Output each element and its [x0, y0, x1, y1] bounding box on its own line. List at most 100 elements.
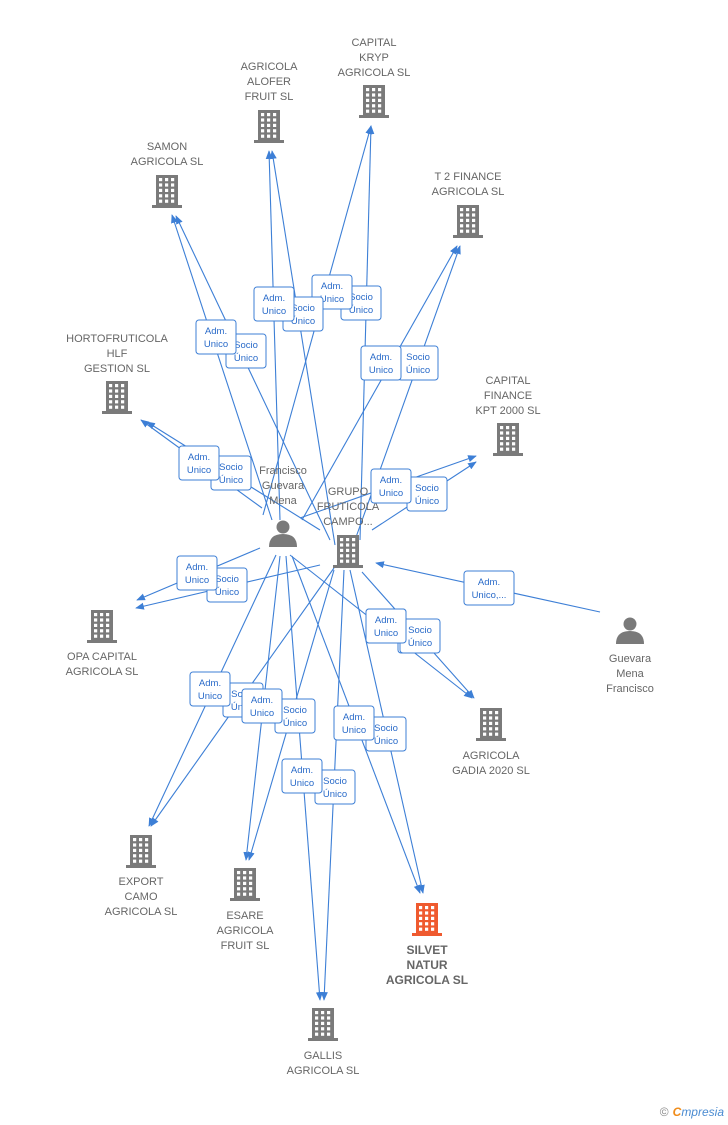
badge-text: Socio — [406, 352, 430, 363]
badge-text: Adm. — [251, 695, 273, 706]
badge-text: Socio — [291, 303, 315, 314]
badge-text: Unico — [379, 488, 403, 499]
badge-text: Adm. — [343, 712, 365, 723]
node-label-line: Francisco — [259, 465, 307, 477]
node-label-line: AGRICOLA SL — [432, 186, 505, 198]
relation-badge[interactable]: Adm. Unico — [370, 468, 412, 504]
node-label-line: CAMO — [125, 891, 158, 903]
relation-badge[interactable]: Adm.Unico — [253, 286, 295, 322]
badge-text: Único — [283, 718, 307, 729]
relation-badge[interactable]: Adm. Unico — [176, 555, 218, 591]
node-label-line: GRUPO — [328, 486, 369, 498]
badge-box — [253, 286, 295, 322]
relation-badge[interactable]: Adm.Unico — [365, 608, 407, 644]
building-icon — [152, 175, 182, 208]
badge-text: Único — [234, 353, 258, 364]
badge-text: Unico — [369, 365, 393, 376]
badge-text: Adm. — [380, 475, 402, 486]
relation-badge[interactable]: Adm.Unico — [281, 758, 323, 794]
node-grupo[interactable]: GRUPOFRUTICOLACAMPO... — [317, 486, 380, 568]
node-label-line: AGRICOLA SL — [131, 156, 204, 168]
node-label-line: Guevara — [609, 653, 652, 665]
badge-text: Único — [415, 496, 439, 507]
building-icon — [412, 903, 442, 936]
node-label-line: ALOFER — [247, 76, 291, 88]
node-label-line: CAMPO... — [323, 516, 373, 528]
node-label-line: AGRICOLA — [217, 925, 275, 937]
badge-text: Adm. — [186, 562, 208, 573]
building-icon — [230, 868, 260, 901]
badge-text: Adm. — [205, 326, 227, 337]
badge-text: Socio — [283, 705, 307, 716]
relation-badge[interactable]: Adm.Unico — [178, 445, 220, 481]
relation-badge[interactable]: Adm. Unico — [360, 345, 402, 381]
building-icon — [476, 708, 506, 741]
badge-text: Unico — [262, 306, 286, 317]
building-icon — [333, 535, 363, 568]
relation-badge[interactable]: Adm. Unico — [241, 688, 283, 724]
badge-text: Unico — [204, 339, 228, 350]
relation-badge[interactable]: Adm.Unico — [333, 705, 375, 741]
badge-text: Socio — [408, 625, 432, 636]
node-label-line: AGRICOLA SL — [338, 67, 411, 79]
badge-text: Adm. — [370, 352, 392, 363]
badge-text: Unico — [185, 575, 209, 586]
node-label-line: ESARE — [226, 910, 263, 922]
relation-badge[interactable]: Adm.Unico — [189, 671, 231, 707]
badge-text: Adm. — [478, 577, 500, 588]
node-label-line: GALLIS — [304, 1050, 343, 1062]
building-icon — [308, 1008, 338, 1041]
badges-layer: SocioÚnicoAdm.UnicoSocioÚnicoAdm.UnicoSo… — [176, 274, 515, 805]
empresia-footer[interactable]: ©Cmpresia — [660, 1105, 724, 1119]
node-label-line: Guevara — [262, 480, 305, 492]
building-icon — [359, 85, 389, 118]
relation-badge[interactable]: Adm. Unico — [195, 319, 237, 355]
badge-text: Unico — [374, 628, 398, 639]
badge-text: Único — [406, 365, 430, 376]
building-icon — [453, 205, 483, 238]
node-label-line: FINANCE — [484, 390, 532, 402]
brand-first-letter: C — [672, 1105, 682, 1119]
badge-text: Adm. — [199, 678, 221, 689]
node-label-line: OPA CAPITAL — [67, 651, 137, 663]
relation-badge[interactable]: Adm. Unico,... — [463, 570, 515, 606]
badge-text: Único — [374, 736, 398, 747]
node-label-line: Mena — [269, 495, 297, 507]
node-label-line: HORTOFRUTICOLA — [66, 333, 168, 345]
badge-text: Socio — [234, 340, 258, 351]
node-label-line: KPT 2000 SL — [475, 405, 540, 417]
building-icon — [493, 423, 523, 456]
edge-francisco-to-samon — [171, 214, 273, 521]
badge-text: Unico — [290, 778, 314, 789]
badge-text: Unico — [250, 708, 274, 719]
edge-grupo-to-samon — [175, 215, 331, 541]
badge-text: Unico — [187, 465, 211, 476]
badge-text: Adm. — [321, 281, 343, 292]
person-icon — [616, 617, 644, 644]
edge-francisco-to-t2-finance — [301, 245, 458, 521]
node-label-line: EXPORT — [118, 876, 163, 888]
badge-text: Unico,... — [472, 590, 507, 601]
node-label-line: KRYP — [359, 52, 389, 64]
